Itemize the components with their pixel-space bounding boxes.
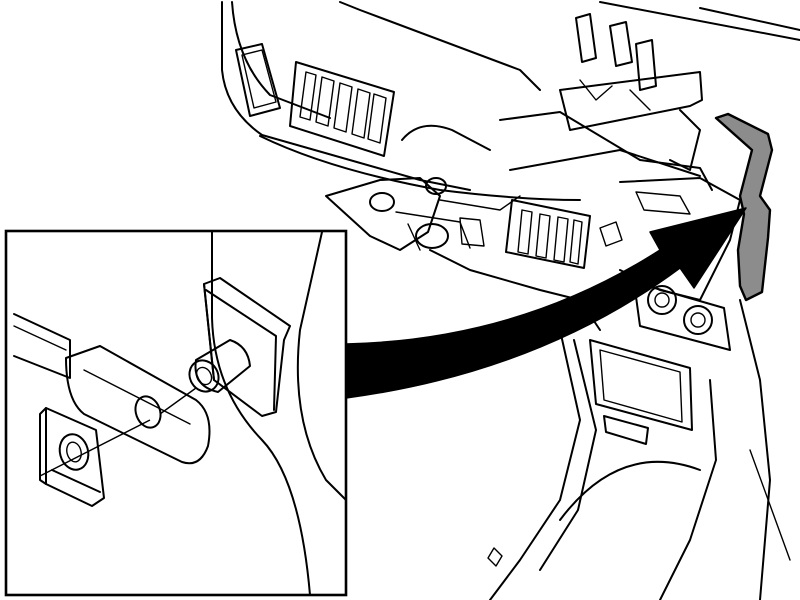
left-air-vent [235, 43, 281, 117]
dash-top-outline [221, 1, 471, 191]
detail-inset [4, 229, 348, 597]
upper-crossmember [559, 71, 703, 131]
dashboard-assembly [221, 1, 800, 600]
detail-inset-frame [4, 229, 348, 597]
mounting-plate [203, 277, 291, 417]
pointer-arrow [345, 207, 747, 399]
steering-column-mount [325, 177, 441, 251]
inset-panel-edge [211, 231, 311, 596]
alignment-line [39, 387, 197, 477]
console-center-vent [505, 199, 591, 269]
support-rod [13, 313, 71, 379]
climate-knob-left [647, 285, 677, 315]
bracket-hole [134, 395, 162, 429]
center-air-vent [289, 61, 395, 157]
console-display-panel [589, 339, 693, 431]
clip-nut [45, 407, 105, 507]
highlighted-mounting-bracket [714, 112, 774, 302]
bracket-arm [65, 345, 211, 465]
climate-knob-right [683, 305, 713, 335]
